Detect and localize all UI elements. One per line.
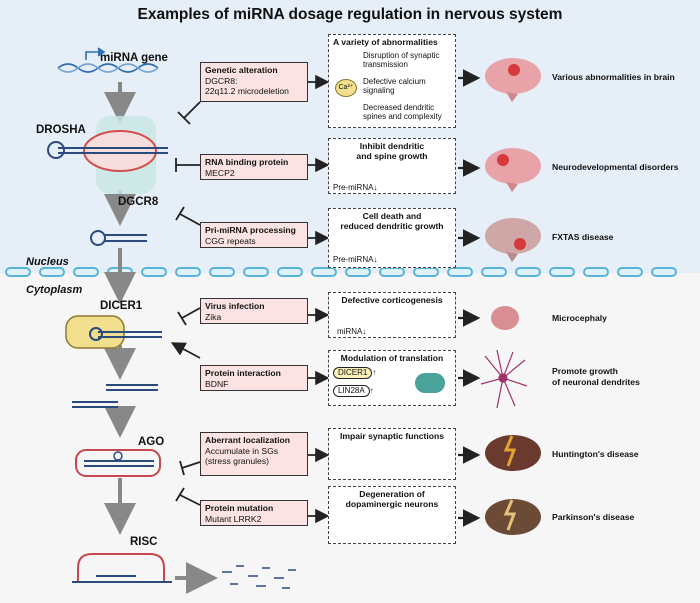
effect-title: Degeneration of dopaminergic neurons <box>345 489 439 509</box>
up-arrow: ↑ <box>369 386 374 395</box>
dicer1-label: DICER1 <box>100 300 143 312</box>
effect-box-abnormalities: A variety of abnormalities Disruption of… <box>328 34 456 128</box>
cause-effect-arrows <box>308 74 330 524</box>
effect-title: A variety of abnormalities <box>333 37 438 47</box>
drosha-label: DROSHA <box>36 124 86 136</box>
diagram-title: Examples of miRNA dosage regulation in n… <box>137 6 563 23</box>
cause-title: Protein interaction <box>205 368 281 378</box>
outcome-label: Various abnormalities in brain <box>552 72 675 82</box>
effect-box-dopaminergic: Degeneration of dopaminergic neurons <box>328 486 456 544</box>
cause-box-pri-mirna-processing: Pri-miRNA processing CGG repeats <box>200 222 308 248</box>
effect-box-translation: Modulation of translation DICER1↑ LIN28A… <box>328 350 456 406</box>
risc-label: RISC <box>130 536 158 548</box>
pill-label: DICER1 <box>333 367 373 379</box>
effect-title: Defective corticogenesis <box>341 295 443 305</box>
effect-box-dendritic-growth: Inhibit dendritic and spine growth Pre-m… <box>328 138 456 194</box>
cause-detail: CGG repeats <box>205 235 256 246</box>
effect-note: Pre-miRNA↓ <box>333 255 378 264</box>
effect-item: Disruption of synaptic transmission <box>363 51 440 70</box>
up-arrow: ↑ <box>372 368 377 377</box>
outcome-label: FXTAS disease <box>552 232 614 242</box>
inhibition-connectors <box>175 101 201 506</box>
outcome-label: Huntington's disease <box>552 449 639 459</box>
outcome-label: Promote growth of neuronal dendrites <box>552 366 640 387</box>
effect-title: Impair synaptic functions <box>339 431 445 441</box>
effect-title: Modulation of translation <box>340 353 444 363</box>
nuclear-membrane <box>5 267 677 277</box>
effect-item: Defective calcium signaling <box>363 77 426 96</box>
cause-detail: DGCR8: 22q11.2 microdeletion <box>205 75 289 97</box>
effect-note: miRNA↓ <box>337 327 367 336</box>
cause-box-aberrant-localization: Aberrant localization Accumulate in SGs … <box>200 432 308 476</box>
activation-connector <box>170 342 201 359</box>
effect-title: Inhibit dendritic and spine growth <box>356 141 428 161</box>
outcome-label: Parkinson's disease <box>552 512 635 522</box>
outcome-label: Neurodevelopmental disorders <box>552 162 679 172</box>
ribosome-icon <box>415 373 445 393</box>
brain-icon-1 <box>485 58 541 102</box>
nucleus-label: Nucleus <box>26 256 69 268</box>
cause-title: Protein mutation <box>205 503 274 513</box>
brain-icon-huntington <box>485 435 541 471</box>
cause-box-protein-mutation: Protein mutation Mutant LRRK2 <box>200 500 308 526</box>
brain-icon-2 <box>485 148 541 192</box>
cause-title: Aberrant localization <box>205 435 290 445</box>
lin28a-pill: LIN28A↑ <box>333 385 374 397</box>
effect-note: Pre-miRNA↓ <box>333 183 378 192</box>
cause-box-virus-infection: Virus infection Zika <box>200 298 308 324</box>
cause-detail: MECP2 <box>205 167 235 178</box>
effect-box-synaptic-functions: Impair synaptic functions <box>328 428 456 480</box>
cause-title: Virus infection <box>205 301 265 311</box>
calcium-label: Ca²⁺ <box>338 84 354 91</box>
cause-detail: Mutant LRRK2 <box>205 513 262 524</box>
dgcr8-label: DGCR8 <box>118 196 159 208</box>
drosha-complex <box>47 116 168 194</box>
brain-icon-parkinson <box>485 499 541 535</box>
cause-detail: Zika <box>205 311 222 322</box>
pre-mirna-hairpin <box>90 230 147 246</box>
cause-title: Genetic alteration <box>205 65 278 75</box>
effect-box-corticogenesis: Defective corticogenesis miRNA↓ <box>328 292 456 338</box>
calcium-icon: Ca²⁺ <box>335 79 357 97</box>
dicer1-shape <box>65 315 162 349</box>
brain-icon-3 <box>485 218 541 262</box>
cause-box-genetic-alteration: Genetic alteration DGCR8: 22q11.2 microd… <box>200 62 308 102</box>
dicer1-pill: DICER1↑ <box>333 367 376 379</box>
effect-title: Cell death and reduced dendritic growth <box>340 211 444 231</box>
cause-detail: BDNF <box>205 378 229 389</box>
cause-title: RNA binding protein <box>205 157 289 167</box>
mirna-gene-label: miRNA gene <box>100 52 168 64</box>
cause-box-rna-binding-protein: RNA binding protein MECP2 <box>200 154 308 180</box>
degraded-mrna-fragments <box>222 565 296 589</box>
cause-title: Pri-miRNA processing <box>205 225 296 235</box>
cause-box-protein-interaction: Protein interaction BDNF <box>200 365 308 391</box>
small-brain-icon <box>491 306 519 330</box>
effect-outcome-arrows <box>458 69 481 527</box>
pill-label: LIN28A <box>333 385 370 397</box>
effect-box-cell-death: Cell death and reduced dendritic growth … <box>328 208 456 268</box>
effect-item: Decreased dendritic spines and complexit… <box>363 103 442 122</box>
pathway-arrows <box>104 82 218 594</box>
mirna-duplex <box>72 384 158 408</box>
cytoplasm-label: Cytoplasm <box>26 284 83 296</box>
ago-shape <box>75 449 161 477</box>
outcome-label: Microcephaly <box>552 313 607 323</box>
dna-helix <box>57 47 159 73</box>
ago-label: AGO <box>138 436 165 448</box>
cause-detail: Accumulate in SGs (stress granules) <box>205 445 279 467</box>
neuron-icon <box>480 349 528 409</box>
risc-shape <box>72 553 172 583</box>
